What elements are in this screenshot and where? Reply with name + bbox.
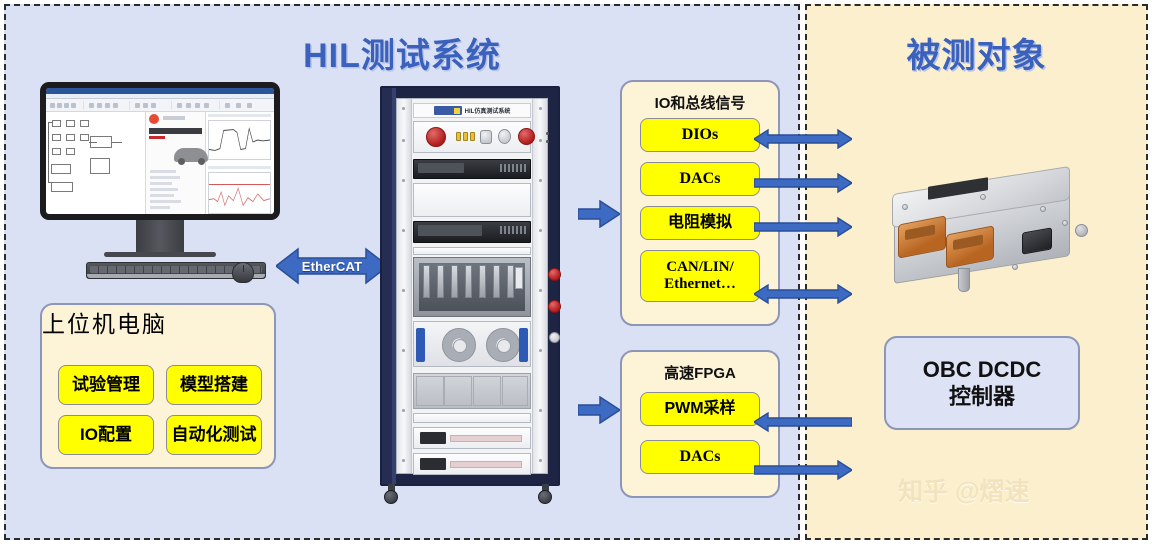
dut-controller-box: OBC DCDC 控制器 — [884, 336, 1080, 430]
hil-rack-cabinet: HIL仿真测试系统 — [372, 86, 568, 506]
app-menubar — [46, 94, 274, 99]
status-led-group — [456, 132, 475, 141]
caster-arm-right — [542, 484, 549, 493]
io-item-dios[interactable]: DIOs — [640, 118, 760, 152]
mouse — [232, 262, 254, 283]
rack-unit-power-module — [413, 373, 531, 409]
rack-unit-server-1 — [413, 159, 531, 179]
ethercat-link-arrow: EtherCAT — [274, 243, 390, 289]
dut-title: 被测对象 — [906, 37, 1047, 75]
app-titlebar — [46, 88, 274, 94]
fpga-item-pwm-sampling[interactable]: PWM采样 — [640, 392, 760, 426]
arrow-dios-to-dut — [752, 127, 854, 156]
card-cage-interior — [419, 263, 525, 311]
dut-controller-label: OBC DCDC 控制器 — [922, 356, 1042, 410]
rack-rail-left — [397, 99, 412, 473]
arrow-can-lin-to-dut — [752, 282, 854, 311]
arrow-rack-to-io-group — [577, 199, 622, 233]
host-pc-item-automation-test[interactable]: 自动化测试 — [166, 415, 262, 455]
selector-knob[interactable] — [498, 129, 511, 144]
rack-control-panel — [413, 121, 549, 153]
fan-icon-left — [442, 328, 476, 362]
handle-right[interactable] — [519, 328, 528, 362]
emergency-stop-button[interactable] — [426, 127, 446, 147]
ethercat-label: EtherCAT — [301, 258, 363, 274]
rack-label-text: HIL仿真测试系统 — [464, 109, 511, 115]
reset-button[interactable] — [518, 128, 535, 145]
monitor-screen — [46, 88, 274, 214]
arrow-fpga-dacs-to-dut — [753, 458, 854, 487]
side-keylock[interactable] — [549, 332, 560, 343]
rack-unit-instrument-1 — [413, 427, 531, 449]
host-pc-title: 上位机电脑 — [42, 311, 167, 337]
keyboard-keys — [90, 266, 262, 273]
keyboard — [86, 262, 266, 279]
obc-dcdc-device-image — [872, 165, 1102, 306]
io-group-title: IO和总线信号 — [654, 95, 746, 112]
rack-rail-right — [532, 99, 547, 473]
model-canvas-pane — [46, 112, 147, 214]
keyboard-foot — [87, 274, 265, 278]
rack-unit-blank-2 — [413, 247, 531, 255]
io-item-can-lin-ethernet[interactable]: CAN/LIN/ Ethernet… — [640, 250, 760, 302]
io-and-bus-signal-group: IO和总线信号 DIOs DACs 电阻模拟 CAN/LIN/ Ethernet… — [620, 80, 780, 326]
side-port — [1075, 224, 1088, 237]
fpga-group-title: 高速FPGA — [664, 365, 736, 382]
rack-brand-label: HIL仿真测试系统 — [413, 103, 531, 118]
caster-arm-left — [388, 484, 395, 493]
rack-frame: HIL仿真测试系统 — [380, 86, 561, 486]
io-item-resistance-simulation[interactable]: 电阻模拟 — [640, 206, 760, 240]
coolant-port — [958, 268, 970, 292]
side-indicator-2 — [548, 300, 561, 313]
host-pc-group: 上位机电脑 试验管理 模型搭建 IO配置 自动化测试 — [40, 303, 276, 469]
caster-right — [538, 490, 552, 504]
hil-system-title: HIL测试系统 — [303, 37, 501, 75]
arrow-dacs-to-dut — [753, 171, 854, 200]
rack-unit-instrument-2 — [413, 453, 531, 475]
rack-unit-blank-1 — [413, 183, 531, 217]
caster-left — [384, 490, 398, 504]
app-toolbar — [46, 99, 274, 112]
io-item-dacs[interactable]: DACs — [640, 162, 760, 196]
host-pc-item-experiment-management[interactable]: 试验管理 — [58, 365, 154, 405]
watermark: 知乎 @熠速 — [898, 478, 1030, 506]
monitor-stand — [136, 220, 184, 254]
fan-icon-right — [486, 328, 520, 362]
rack-unit-io-card-cage — [413, 257, 531, 317]
rack-unit-fan-tray — [413, 321, 531, 367]
parameter-pane — [146, 112, 209, 214]
arrow-resistance-to-dut — [753, 215, 854, 244]
power-switch[interactable] — [480, 130, 492, 144]
side-indicator-1 — [548, 268, 561, 281]
monitor-base — [104, 252, 216, 257]
monitor-bezel — [40, 82, 280, 220]
scope-pane — [206, 112, 274, 214]
region-device-under-test: 被测对象 — [805, 4, 1148, 540]
host-pc-monitor — [40, 82, 280, 267]
rack-unit-server-2 — [413, 221, 531, 243]
arrow-rack-to-fpga-group — [577, 395, 622, 429]
mouse-button-split — [243, 265, 244, 272]
fpga-item-dacs[interactable]: DACs — [640, 440, 760, 474]
vendor-logo-icon — [433, 106, 462, 115]
rack-interior: HIL仿真测试系统 — [396, 98, 549, 475]
host-pc-item-model-building[interactable]: 模型搭建 — [166, 365, 262, 405]
handle-left[interactable] — [416, 328, 425, 362]
host-pc-item-io-config[interactable]: IO配置 — [58, 415, 154, 455]
arrow-dut-to-pwm-sampling — [752, 410, 853, 439]
rack-unit-blank-3 — [413, 413, 531, 423]
